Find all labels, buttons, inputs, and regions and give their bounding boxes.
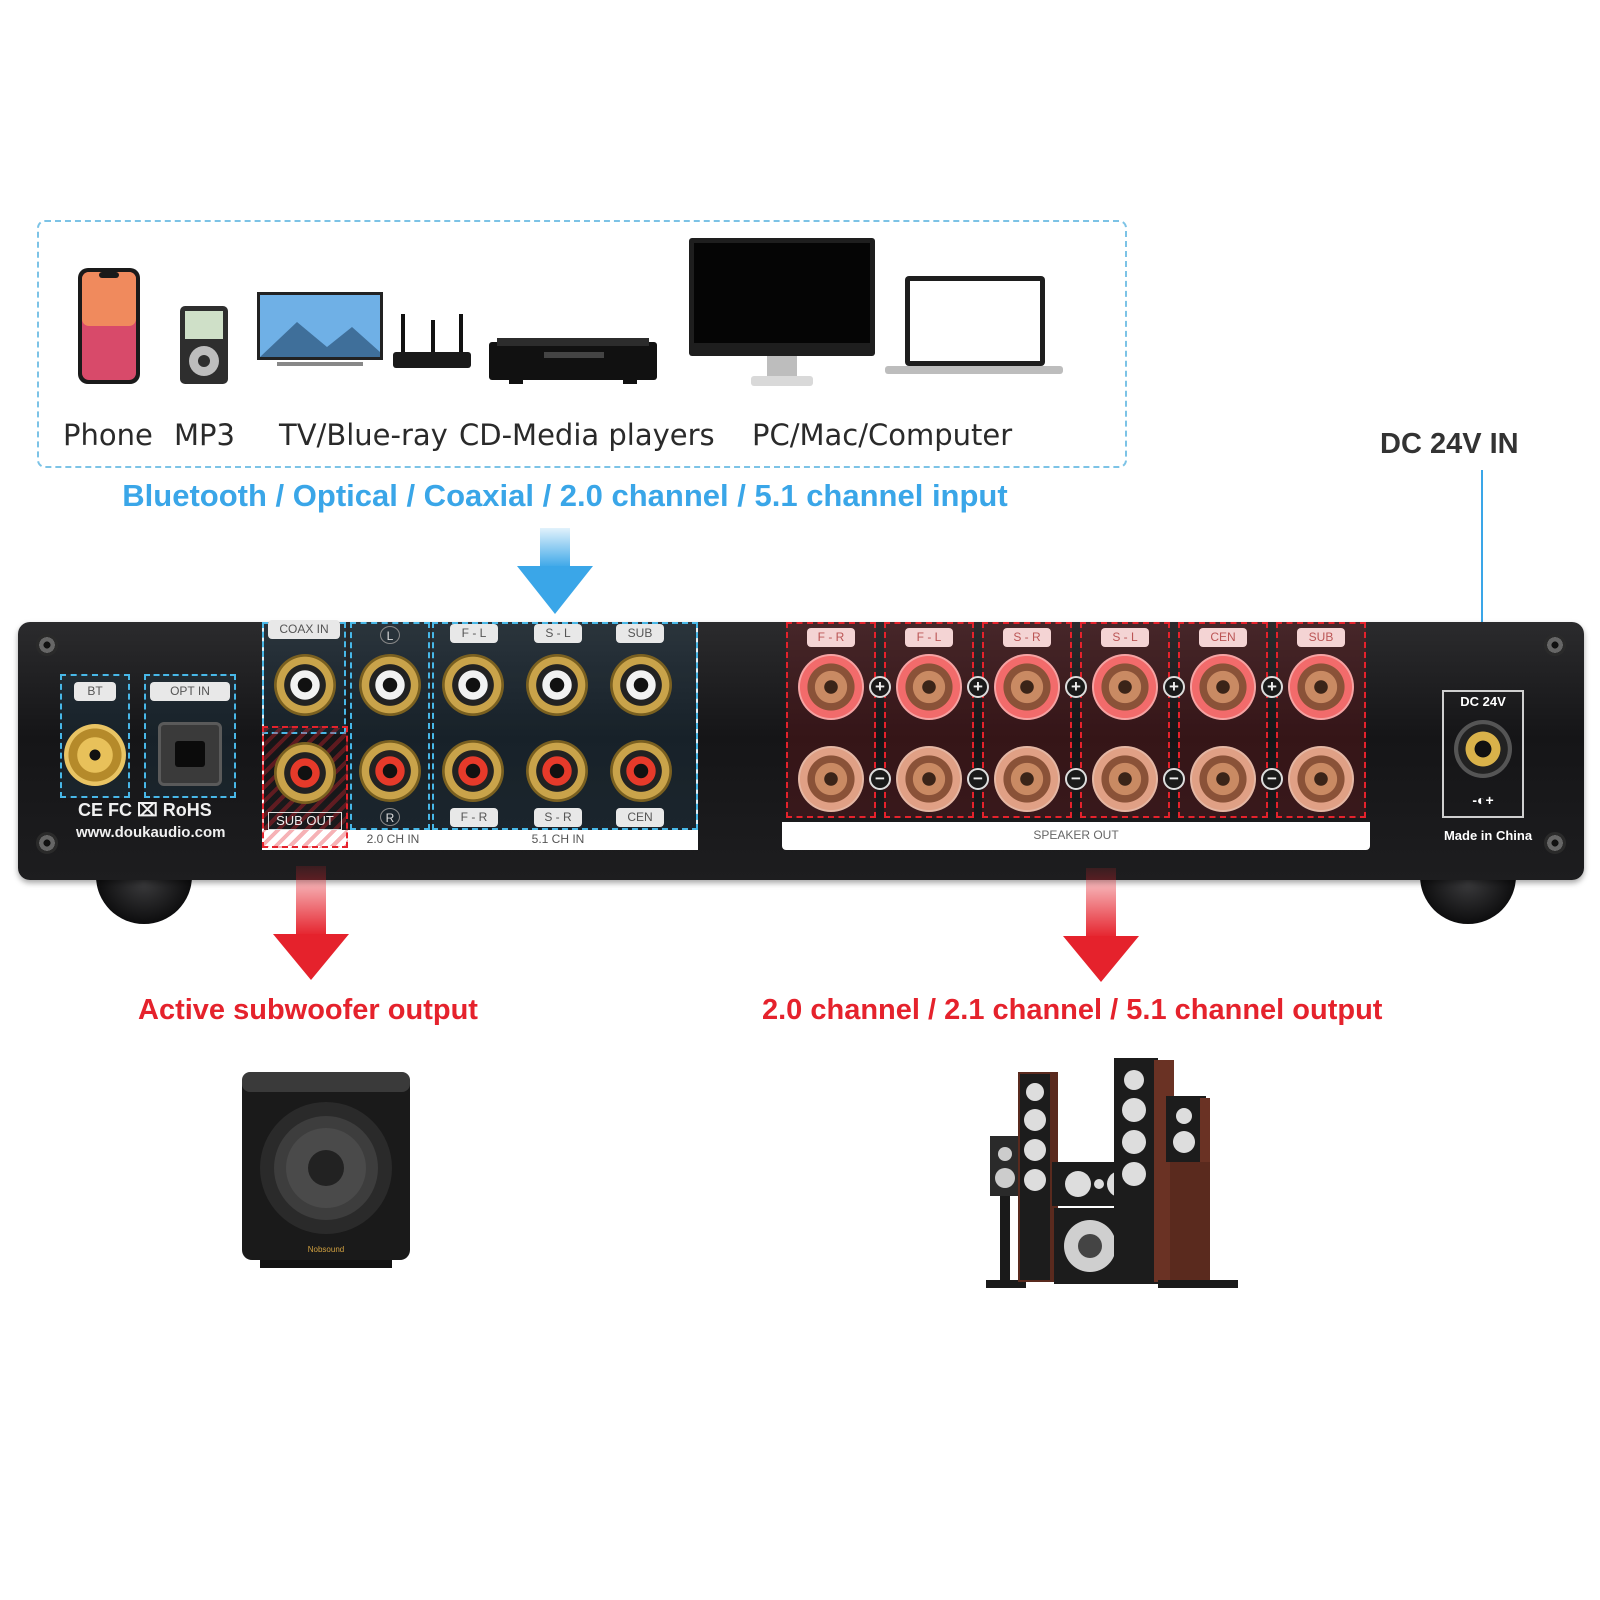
input-plate-bottom xyxy=(262,830,698,850)
speaker-label-fl: F - L xyxy=(905,628,953,647)
screw-icon xyxy=(1544,634,1566,656)
speaker-post-sl-plus[interactable] xyxy=(1092,654,1158,720)
screw-icon xyxy=(36,634,58,656)
speaker-post-cen-minus[interactable] xyxy=(1190,746,1256,812)
speaker-post-fr-minus[interactable] xyxy=(798,746,864,812)
speaker-post-sl-minus[interactable] xyxy=(1092,746,1158,812)
speaker-label-fr: F - R xyxy=(807,628,855,647)
source-label-mp3: MP3 xyxy=(174,418,235,452)
subwoofer-icon: Nobsound xyxy=(242,1072,410,1268)
plus-icon: + xyxy=(1065,676,1087,698)
certification-marks: CE FC ⌧ RoHS xyxy=(78,800,212,820)
ch51-label-sl: S - L xyxy=(534,624,582,643)
coax-label: COAX IN xyxy=(268,620,340,639)
bt-antenna-jack[interactable] xyxy=(64,724,126,786)
minus-icon: − xyxy=(869,768,891,790)
ch51-label-sr: S - R xyxy=(534,808,582,827)
tv-icon xyxy=(257,292,383,366)
speaker-post-fl-minus[interactable] xyxy=(896,746,962,812)
bt-label: BT xyxy=(74,682,116,701)
input-sources-box: Phone MP3 TV/Blue-ray CD-Media players P… xyxy=(37,220,1127,468)
speaker-post-sub-minus[interactable] xyxy=(1288,746,1354,812)
speaker-post-fl-plus[interactable] xyxy=(896,654,962,720)
sub-output-arrow-icon xyxy=(273,934,349,980)
plus-icon: + xyxy=(967,676,989,698)
speaker-system-icon xyxy=(986,1058,1238,1288)
coax-jack[interactable] xyxy=(274,654,336,716)
speaker-post-sr-plus[interactable] xyxy=(994,654,1060,720)
plus-icon: + xyxy=(1163,676,1185,698)
source-label-phone: Phone xyxy=(63,418,153,452)
ch51-label-cen: CEN xyxy=(616,808,664,827)
ch51-jack-fr[interactable] xyxy=(442,740,504,802)
screw-icon xyxy=(36,832,58,854)
optical-label: OPT IN xyxy=(150,682,230,701)
plus-icon: + xyxy=(1261,676,1283,698)
source-label-cd: CD-Media players xyxy=(459,418,715,452)
dc-jack-label: DC 24V xyxy=(1460,694,1506,709)
speaker-output-arrow-shaft xyxy=(1086,868,1116,938)
screw-icon xyxy=(1544,832,1566,854)
phone-icon xyxy=(78,268,140,384)
dc-power-jack[interactable] xyxy=(1454,720,1512,778)
sub-out-jack[interactable] xyxy=(274,742,336,804)
input-arrow-icon xyxy=(517,566,593,614)
subwoofer-brand: Nobsound xyxy=(308,1245,344,1254)
speaker-output-arrow-icon xyxy=(1063,936,1139,982)
speaker-label-sl: S - L xyxy=(1101,628,1149,647)
speaker-plate-label: SPEAKER OUT xyxy=(1033,828,1119,842)
ch51-label-fl: F - L xyxy=(450,624,498,643)
speaker-output-caption: 2.0 channel / 2.1 channel / 5.1 channel … xyxy=(762,994,1383,1026)
ch51-label-sub: SUB xyxy=(616,624,664,643)
ch20-jack-r[interactable] xyxy=(359,740,421,802)
website-label: www.doukaudio.com xyxy=(76,824,226,841)
ch20-label-l: L xyxy=(380,626,400,644)
ch51-jack-cen[interactable] xyxy=(610,740,672,802)
router-icon xyxy=(393,314,471,368)
speaker-label-sr: S - R xyxy=(1003,628,1051,647)
source-label-tv: TV/Blue-ray xyxy=(279,418,448,452)
speaker-post-cen-plus[interactable] xyxy=(1190,654,1256,720)
source-label-pc: PC/Mac/Computer xyxy=(752,418,1013,452)
minus-icon: − xyxy=(1065,768,1087,790)
speaker-label-sub: SUB xyxy=(1297,628,1345,647)
minus-icon: − xyxy=(1261,768,1283,790)
ch20-plate-label: 2.0 CH IN xyxy=(366,832,420,846)
dc-in-leader-line xyxy=(1481,470,1483,700)
dc-polarity-icon: -◐+ xyxy=(1472,792,1494,808)
ch51-jack-sl[interactable] xyxy=(526,654,588,716)
speaker-post-fr-plus[interactable] xyxy=(798,654,864,720)
ch51-jack-sub[interactable] xyxy=(610,654,672,716)
input-arrow-shaft xyxy=(540,528,570,568)
ch51-plate-label: 5.1 CH IN xyxy=(531,832,585,846)
speaker-label-cen: CEN xyxy=(1199,628,1247,647)
ch51-jack-sr[interactable] xyxy=(526,740,588,802)
ch51-label-fr: F - R xyxy=(450,808,498,827)
speaker-plate xyxy=(782,822,1370,850)
speaker-post-sr-minus[interactable] xyxy=(994,746,1060,812)
made-in-label: Made in China xyxy=(1443,828,1533,843)
speaker-post-sub-plus[interactable] xyxy=(1288,654,1354,720)
dc-jack-frame xyxy=(1442,690,1524,818)
dc-in-caption: DC 24V IN xyxy=(1380,428,1519,460)
sub-output-arrow-shaft xyxy=(296,866,326,936)
ch20-jack-l[interactable] xyxy=(359,654,421,716)
monitor-icon xyxy=(689,238,875,386)
inputs-caption: Bluetooth / Optical / Coaxial / 2.0 chan… xyxy=(122,478,1008,513)
amplifier-rear-panel: BT OPT IN CE FC ⌧ RoHS www.doukaudio.com… xyxy=(18,620,1584,880)
ch51-jack-fl[interactable] xyxy=(442,654,504,716)
minus-icon: − xyxy=(1163,768,1185,790)
mp3-player-icon xyxy=(180,306,228,384)
laptop-icon xyxy=(885,276,1063,374)
sub-out-label: SUB OUT xyxy=(268,812,342,830)
sub-output-caption: Active subwoofer output xyxy=(138,994,478,1026)
optical-jack[interactable] xyxy=(158,722,222,786)
cd-player-icon xyxy=(489,338,657,384)
minus-icon: − xyxy=(967,768,989,790)
ch20-label-r: R xyxy=(380,808,400,826)
plus-icon: + xyxy=(869,676,891,698)
